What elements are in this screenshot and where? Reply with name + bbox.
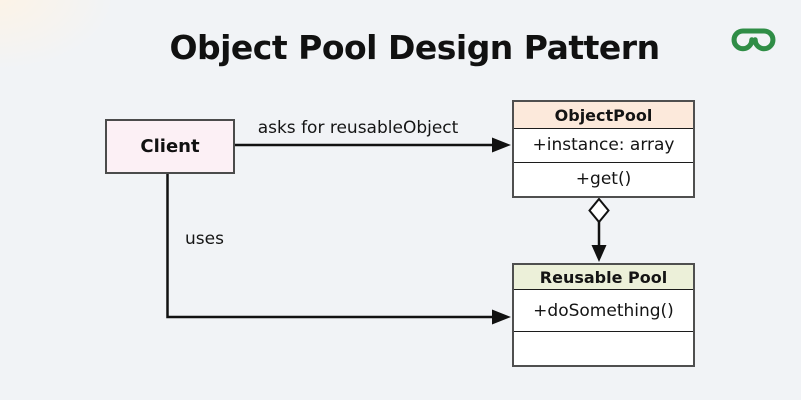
- asks-edge-arrowhead-icon: [492, 137, 511, 153]
- reusable-pool-method-dosomething: +doSomething(): [514, 290, 693, 332]
- edge-label-asks-for-reusableobject: asks for reusableObject: [257, 118, 459, 138]
- client-class-title: Client: [140, 136, 200, 157]
- aggregation-diamond-icon: [588, 197, 610, 224]
- edge-label-uses: uses: [185, 229, 224, 249]
- logo-right-g: [750, 28, 776, 52]
- geeksforgeeks-logo-icon: [731, 28, 776, 52]
- objectpool-attribute-instance: +instance: array: [514, 129, 693, 163]
- logo-left-g: [731, 28, 757, 52]
- uses-edge-arrowhead-icon: [492, 309, 511, 325]
- reusable-pool-class-box: Reusable Pool +doSomething(): [512, 263, 695, 367]
- reusable-pool-empty-row: [514, 332, 693, 365]
- client-class-box: Client: [105, 119, 235, 174]
- objectpool-method-get: +get(): [575, 169, 632, 190]
- reusable-pool-class-title: Reusable Pool: [514, 265, 693, 290]
- page-title: Object Pool Design Pattern: [169, 28, 660, 67]
- aggregation-arrowhead-icon: [591, 245, 607, 262]
- objectpool-class-title: ObjectPool: [514, 102, 693, 129]
- objectpool-class-box: ObjectPool +instance: array +get(): [512, 100, 695, 198]
